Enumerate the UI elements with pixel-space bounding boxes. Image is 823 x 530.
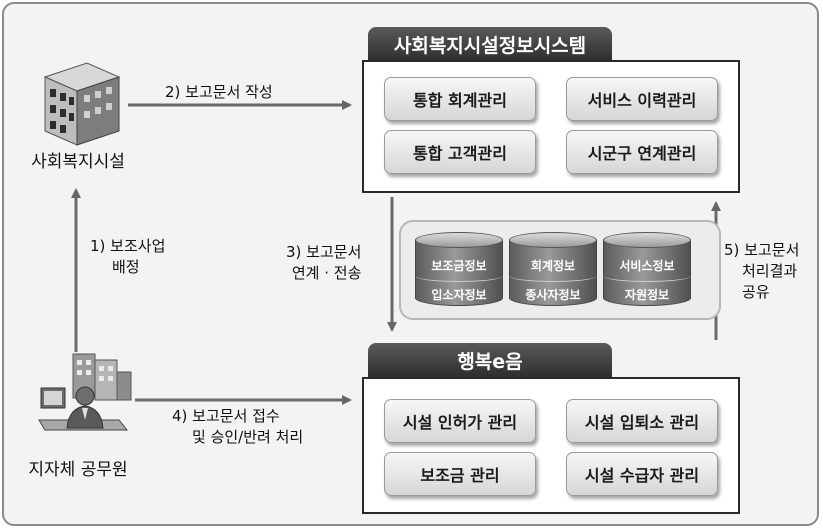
step-1-label: 1) 보조사업 배정 [90, 236, 165, 278]
database-label: 입소자정보 [431, 288, 487, 302]
step-3-label: 3) 보고문서 연계 · 전송 [286, 242, 361, 284]
module-service-history: 서비스 이력관리 [566, 77, 718, 121]
database-label: 보조금정보 [431, 259, 487, 273]
step-4-label: 4) 보고문서 접수 및 승인/반려 처리 [172, 406, 303, 448]
system-top-panel: 통합 회계관리 서비스 이력관리 통합 고객관리 시군구 연계관리 [362, 60, 740, 193]
system-bottom-panel: 시설 인허가 관리 시설 입퇴소 관리 보조금 관리 시설 수급자 관리 [362, 377, 740, 514]
step-1-line-1: 1) 보조사업 [90, 237, 166, 255]
step-5-line-1: 5) 보고문서 [724, 241, 800, 259]
module-subsidy: 보조금 관리 [384, 452, 536, 496]
database-label: 회계정보 [530, 259, 576, 273]
step-3-line-2: 연계 · 전송 [291, 264, 362, 282]
step-5-line-3: 공유 [742, 283, 770, 301]
module-municipal-link: 시군구 연계관리 [566, 130, 718, 174]
step-4-line-2: 및 승인/반려 처리 [192, 428, 304, 446]
step-3-line-1: 3) 보고문서 [286, 243, 362, 261]
step-4-line-1: 4) 보고문서 접수 [172, 407, 280, 425]
welfare-facility-label: 사회복지시설 [31, 152, 125, 172]
database-label: 서비스정보 [619, 259, 675, 273]
building-icon [43, 62, 121, 146]
system-bottom-title: 행복e음 [368, 343, 612, 377]
module-facility-license: 시설 인허가 관리 [384, 399, 536, 443]
module-facility-admission: 시설 입퇴소 관리 [566, 399, 718, 443]
module-integrated-accounting: 통합 회계관리 [384, 77, 536, 121]
step-5-line-2: 처리결과 [742, 262, 798, 280]
official-person-icon [38, 353, 132, 431]
official-label: 지자체 공무원 [28, 460, 128, 480]
database-label: 자원정보 [624, 288, 670, 302]
step-2-label: 2) 보고문서 작성 [165, 83, 273, 101]
system-top-title: 사회복지시설정보시스템 [368, 27, 612, 61]
database-label: 종사자정보 [525, 288, 581, 302]
module-facility-recipient: 시설 수급자 관리 [566, 452, 718, 496]
database-group: 보조금정보 입소자정보 회계정보 종사자정보 서비스정보 자원정보 [399, 220, 721, 320]
module-integrated-customer: 통합 고객관리 [384, 130, 536, 174]
step-5-label: 5) 보고문서 처리결과 공유 [724, 240, 799, 303]
step-1-line-2: 배정 [112, 258, 140, 276]
